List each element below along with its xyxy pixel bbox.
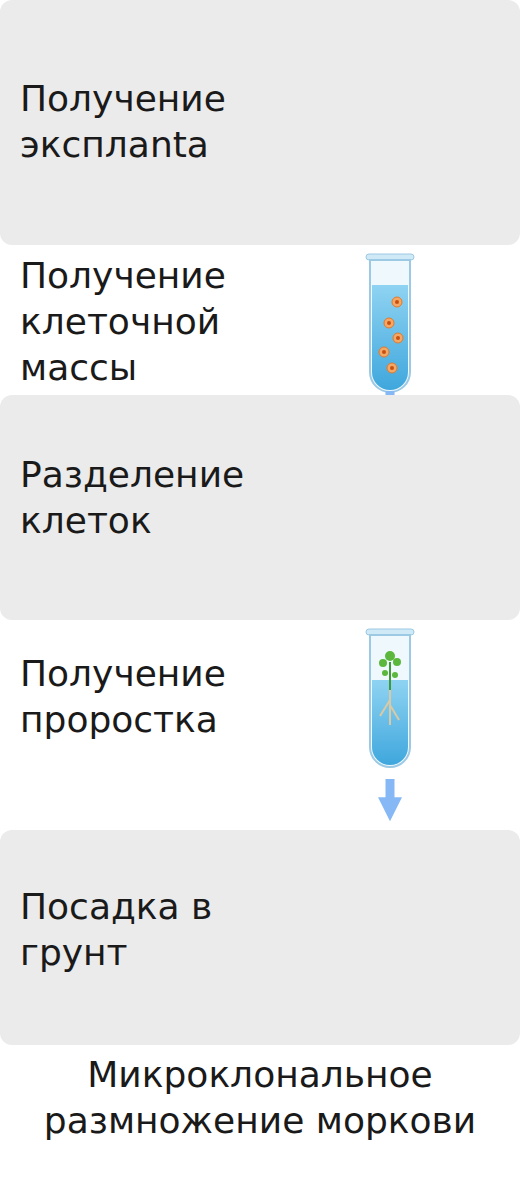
flow-arrow [386, 577, 395, 600]
step-label: Посадка в грунт [20, 884, 300, 976]
carrot-small [297, 1, 410, 194]
step-text: Получение эксплanta [20, 76, 300, 168]
step-label: Разделение клеток [20, 452, 300, 544]
step-text: Посадка в грунт [20, 884, 300, 976]
step-label: Получение эксплanta [20, 76, 300, 168]
caption: Микроклональное размножение моркови [10, 1052, 510, 1144]
step-label: Получение проростка [20, 651, 300, 743]
step-text: Получение клеточной массы [20, 253, 300, 391]
cell-cluster [377, 145, 403, 194]
flow-arrow [386, 200, 395, 225]
carrot-big [328, 837, 454, 1042]
test-tube [366, 254, 414, 392]
step-panel: Посадка в грунт [0, 830, 520, 1045]
step-band: Получение клеточной массы [0, 245, 520, 395]
step-panel: Получение эксплanta [0, 0, 520, 245]
step-text: Разделение клеток [20, 452, 300, 544]
flow-arrow [386, 391, 395, 425]
step-band: Получение проростка [0, 620, 520, 830]
cell-division [305, 449, 498, 558]
step-panel: Разделение клеток [0, 395, 520, 620]
step-text: Получение проростка [20, 651, 300, 743]
step-label: Получение клеточной массы [20, 253, 300, 391]
flow-arrow [386, 779, 395, 802]
test-tube-sprout [366, 629, 414, 767]
